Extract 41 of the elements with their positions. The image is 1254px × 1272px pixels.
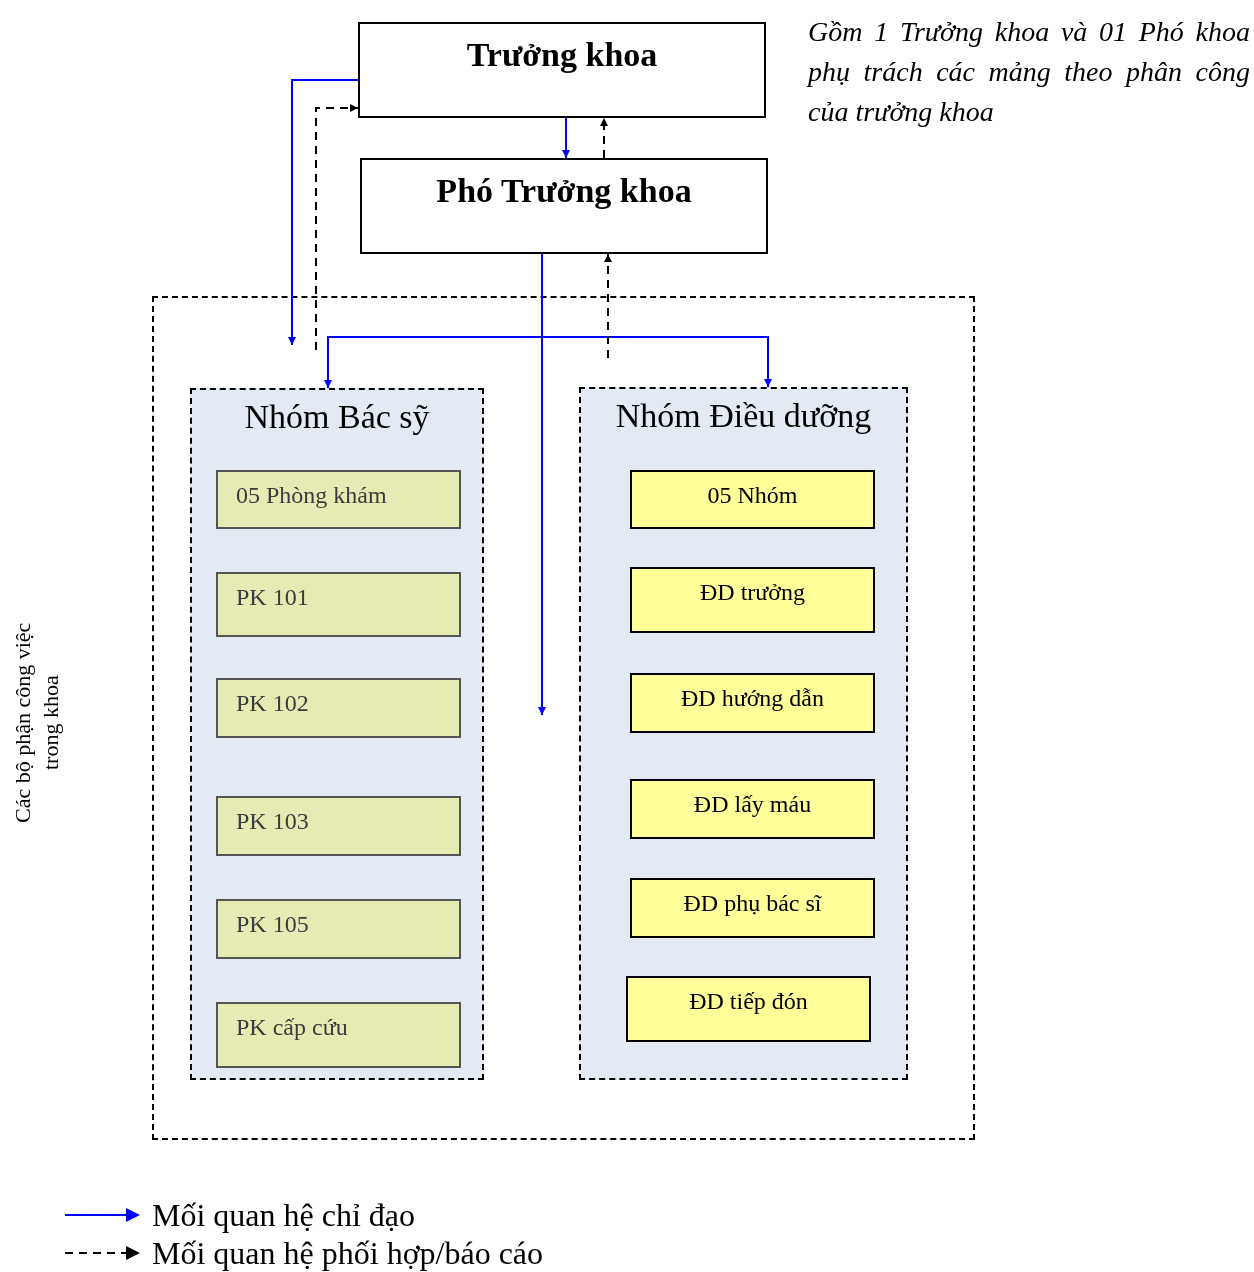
role-box bbox=[630, 673, 875, 733]
room-box bbox=[216, 1002, 461, 1068]
vertical-section-label: Các bộ phận công việc trong khoa bbox=[9, 621, 64, 825]
role-box bbox=[626, 976, 871, 1042]
title-text: Phó Trưởng khoa bbox=[435, 172, 693, 210]
title-box bbox=[360, 158, 768, 254]
room-label: PK 101 bbox=[236, 584, 309, 611]
role-label: 05 Nhóm bbox=[706, 482, 799, 509]
title-box bbox=[358, 22, 766, 118]
room-box bbox=[216, 796, 461, 856]
room-label: 05 Phòng khám bbox=[236, 482, 387, 509]
legend-text: Mối quan hệ phối hợp/báo cáo bbox=[152, 1234, 544, 1272]
room-label: PK 103 bbox=[236, 808, 309, 835]
role-label: ĐD phụ bác sĩ bbox=[682, 890, 823, 917]
dashed-arrow bbox=[604, 253, 612, 359]
room-label: PK 102 bbox=[236, 690, 309, 717]
arrow bbox=[288, 79, 359, 346]
group-panel bbox=[579, 387, 908, 1080]
room-box bbox=[216, 572, 461, 637]
arrow bbox=[562, 117, 570, 159]
role-box bbox=[630, 779, 875, 839]
note-text: Gồm 1 Trưởng khoa và 01 Phó khoa phụ trách các mảng theo phân công của trưởng khoa bbox=[808, 15, 1250, 129]
role-label: ĐD trưởng bbox=[699, 579, 806, 606]
legend-text: Mối quan hệ chỉ đạo bbox=[152, 1196, 416, 1234]
room-label: PK cấp cứu bbox=[236, 1014, 348, 1041]
role-label: ĐD tiếp đón bbox=[688, 988, 809, 1015]
role-box bbox=[630, 878, 875, 938]
title-text: Trưởng khoa bbox=[465, 36, 659, 74]
role-box bbox=[630, 470, 875, 529]
role-label: ĐD hướng dẫn bbox=[680, 685, 825, 712]
room-box bbox=[216, 470, 461, 529]
group-title: Nhóm Điều dưỡng bbox=[614, 397, 873, 435]
role-box bbox=[630, 567, 875, 633]
role-label: ĐD lấy máu bbox=[692, 791, 813, 818]
room-box bbox=[216, 678, 461, 738]
dashed-arrow bbox=[600, 117, 608, 159]
room-box bbox=[216, 899, 461, 959]
group-panel bbox=[190, 388, 484, 1080]
room-label: PK 105 bbox=[236, 911, 309, 938]
group-title: Nhóm Bác sỹ bbox=[243, 398, 431, 436]
dashed-arrow bbox=[315, 104, 359, 351]
